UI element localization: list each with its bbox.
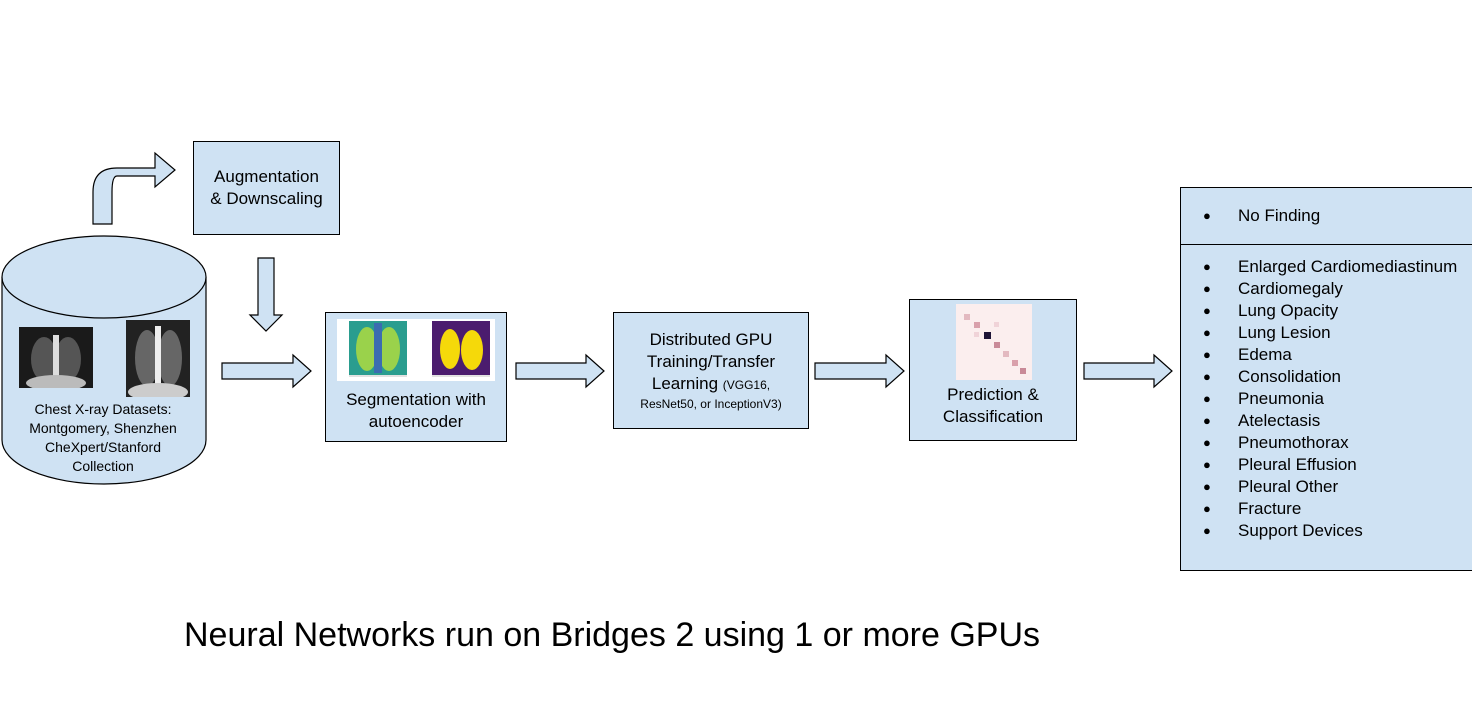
- segmentation-box: Segmentation with autoencoder: [325, 312, 507, 442]
- class-item: Enlarged Cardiomediastinum: [1181, 256, 1458, 278]
- training-line-3-small: (VGG16,: [722, 378, 771, 392]
- class-item: Atelectasis: [1181, 410, 1458, 432]
- class-item: Edema: [1181, 344, 1458, 366]
- prediction-box: Prediction & Classification: [909, 299, 1077, 441]
- class-item: Consolidation: [1181, 366, 1458, 388]
- training-box: Distributed GPU Training/Transfer Learni…: [613, 312, 809, 429]
- training-line-3: Learning (VGG16,: [652, 373, 770, 396]
- segmentation-line-1: Segmentation with: [346, 390, 486, 409]
- augmentation-line-2: & Downscaling: [210, 189, 323, 208]
- right-arrow-4: [1083, 353, 1173, 389]
- segmentation-thumbnail: [337, 319, 495, 381]
- right-arrow-1: [221, 353, 312, 389]
- classes-rest-section: Enlarged Cardiomediastinum Cardiomegaly …: [1181, 245, 1472, 542]
- dataset-line-3: CheXpert/Stanford: [45, 439, 161, 455]
- xray-thumbnail-2: [126, 320, 190, 397]
- class-item: Lung Lesion: [1181, 322, 1458, 344]
- class-item: Fracture: [1181, 498, 1458, 520]
- class-item: Pneumothorax: [1181, 432, 1458, 454]
- dataset-line-4: Collection: [72, 458, 134, 474]
- confusion-matrix-thumbnail: [956, 304, 1032, 380]
- xray-thumbnail-1: [19, 327, 93, 388]
- augmentation-box: Augmentation & Downscaling: [193, 141, 340, 235]
- class-item: Cardiomegaly: [1181, 278, 1458, 300]
- dataset-line-2: Montgomery, Shenzhen: [29, 420, 177, 436]
- training-line-2: Training/Transfer: [646, 352, 776, 371]
- augmentation-line-1: Augmentation: [214, 167, 319, 186]
- class-item: Lung Opacity: [1181, 300, 1458, 322]
- right-arrow-2: [515, 353, 605, 389]
- prediction-line-2: Classification: [942, 407, 1044, 426]
- segmentation-line-2: autoencoder: [368, 412, 464, 431]
- prediction-line-1: Prediction &: [947, 385, 1039, 404]
- training-line-3-main: Learning: [651, 374, 719, 393]
- down-arrow: [248, 257, 284, 332]
- caption: Neural Networks run on Bridges 2 using 1…: [184, 616, 1041, 654]
- bent-arrow: [92, 151, 176, 225]
- classes-list-box: No Finding Enlarged Cardiomediastinum Ca…: [1180, 187, 1472, 571]
- classes-first-section: No Finding: [1181, 188, 1472, 245]
- dataset-label: Chest X-ray Datasets: Montgomery, Shenzh…: [10, 400, 196, 476]
- class-item: Pneumonia: [1181, 388, 1458, 410]
- class-item: Support Devices: [1181, 520, 1458, 542]
- right-arrow-3: [814, 353, 905, 389]
- class-item: Pleural Other: [1181, 476, 1458, 498]
- dataset-line-1: Chest X-ray Datasets:: [34, 401, 172, 417]
- training-line-1: Distributed GPU: [649, 330, 773, 349]
- class-item: Pleural Effusion: [1181, 454, 1458, 476]
- training-line-4: ResNet50, or InceptionV3): [640, 397, 782, 411]
- class-item-no-finding: No Finding: [1181, 205, 1320, 227]
